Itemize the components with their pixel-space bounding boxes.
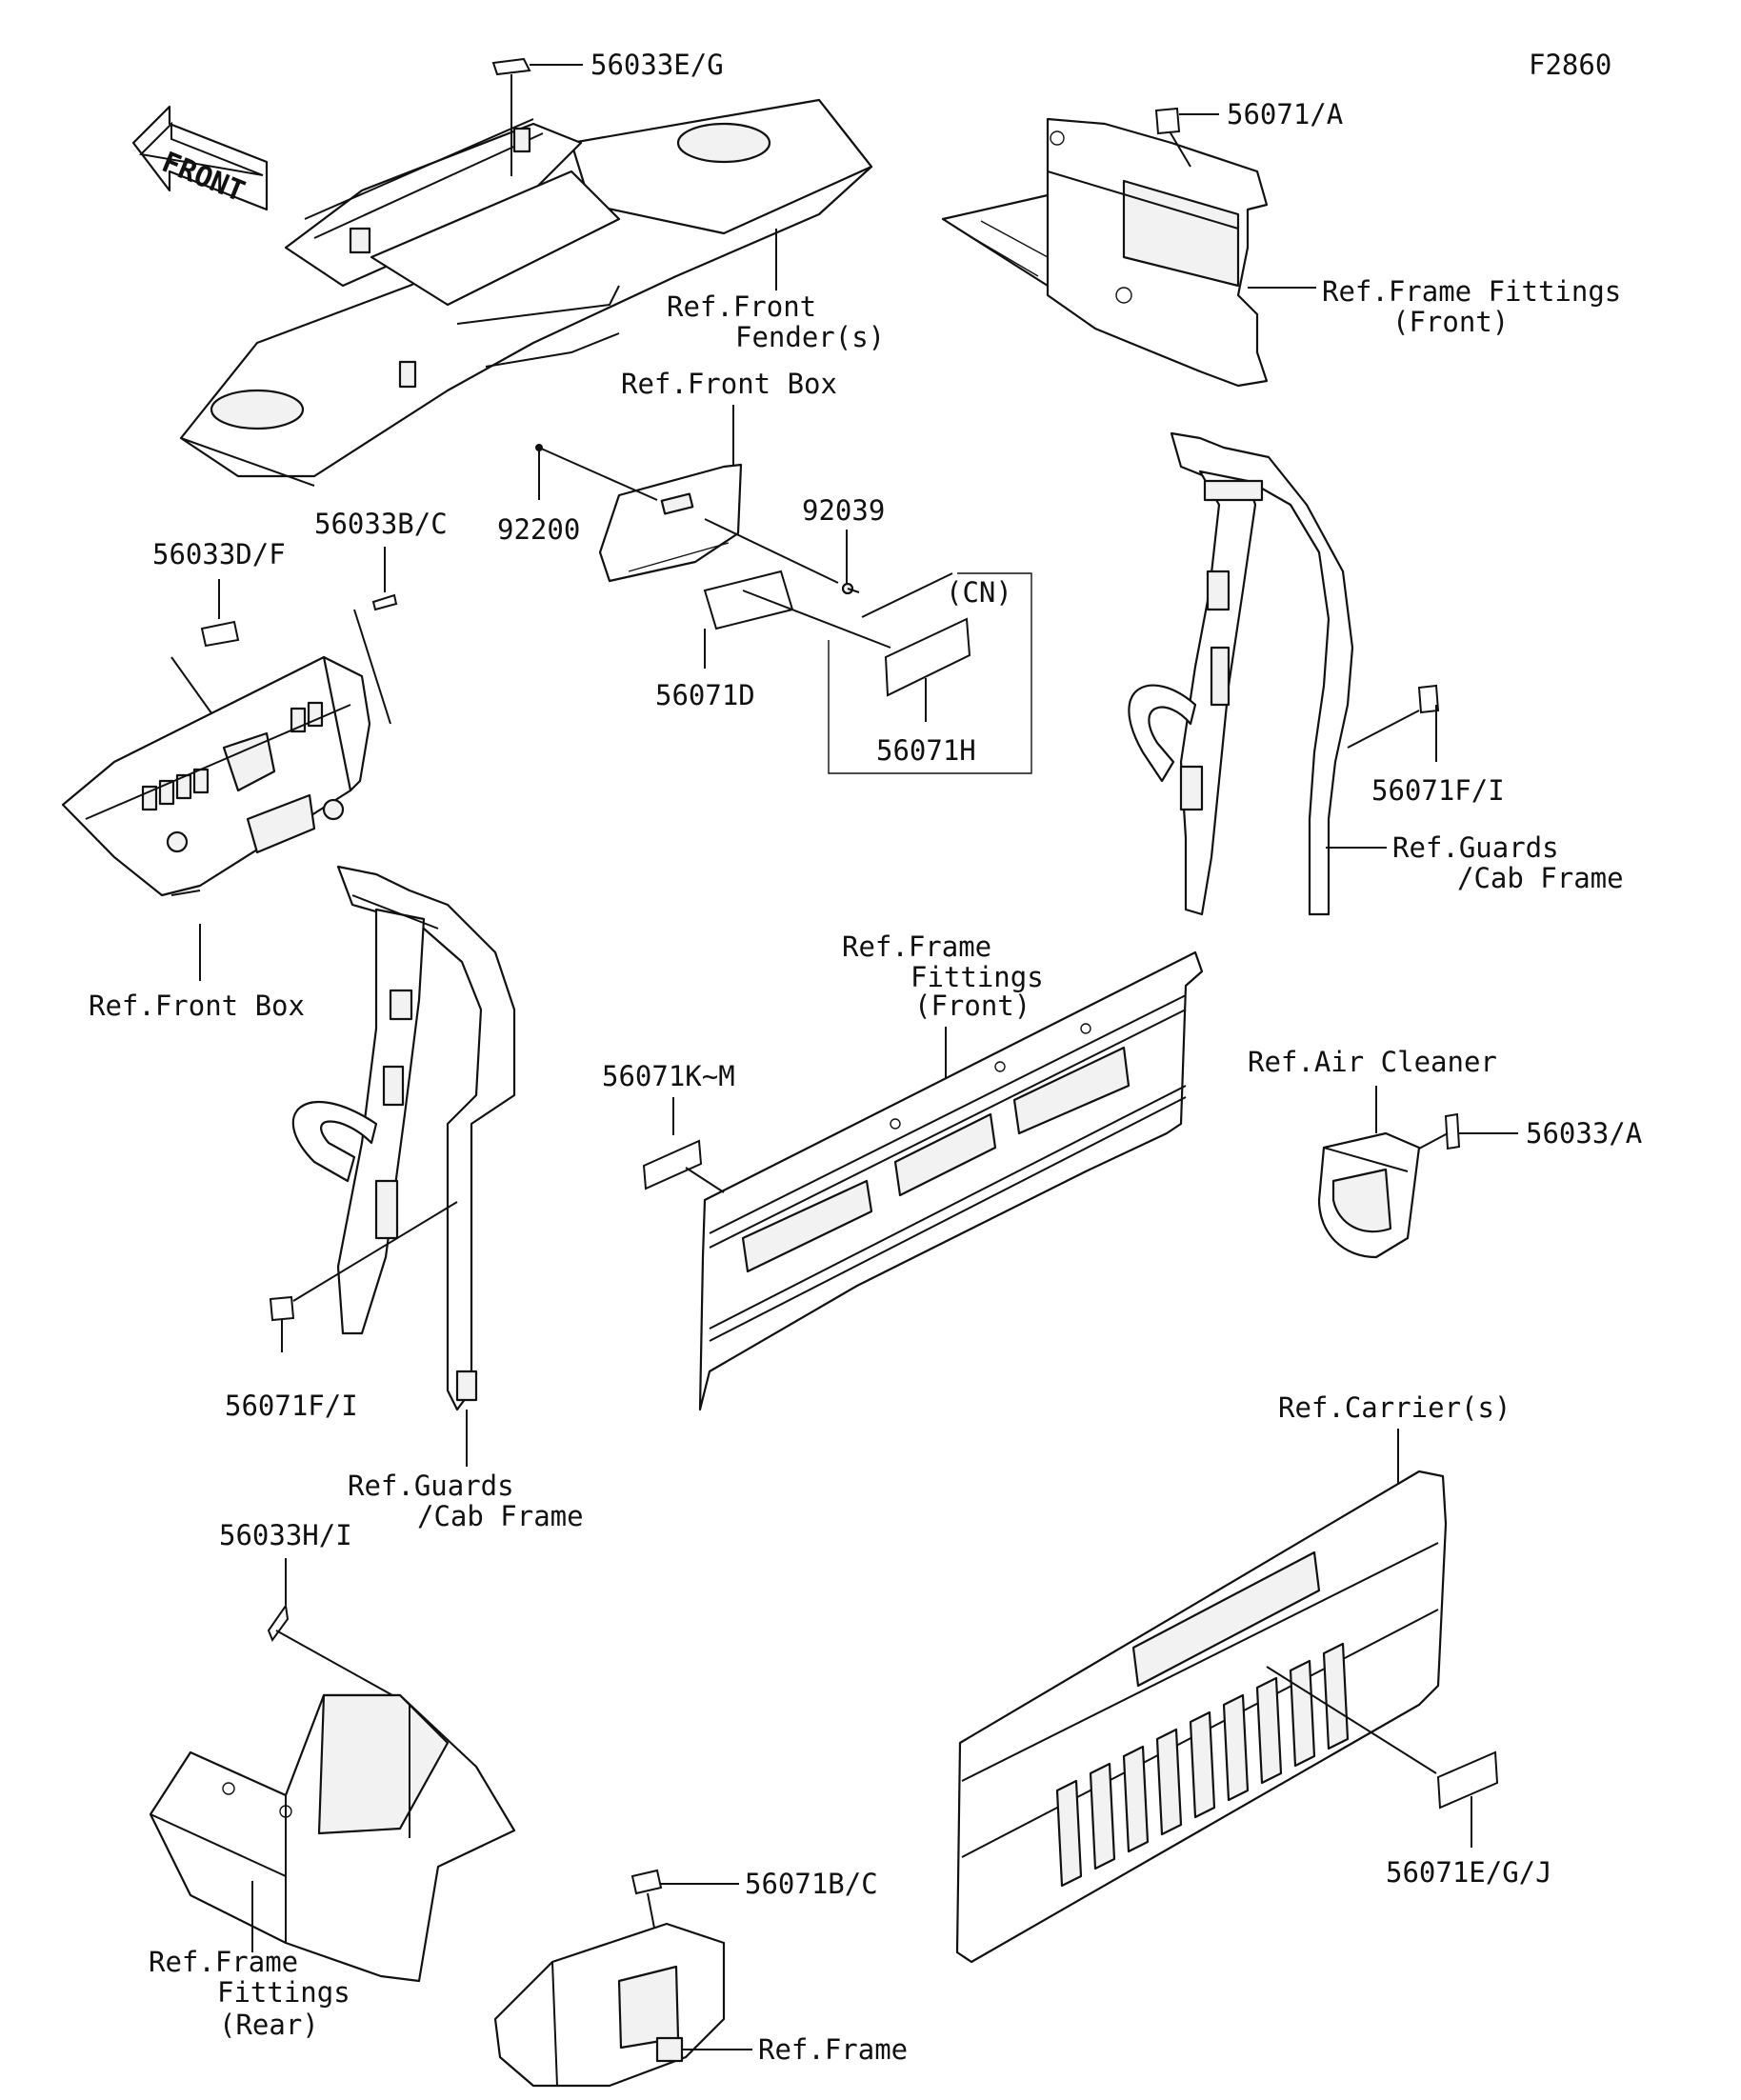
figure-id: F2860 [1529, 49, 1611, 81]
cn-box [828, 572, 1032, 774]
carrier [955, 1470, 1448, 1964]
dashboard-front-box [61, 655, 371, 897]
callout-ref-guards-right-2: /Cab Frame [1457, 862, 1624, 894]
callout-ref-front-fender-1: Ref.Front [667, 290, 816, 323]
callout-ref-guards-left-1: Ref.Guards [348, 1470, 514, 1502]
label-56071km-part [642, 1139, 703, 1190]
guard-cab-frame-left [291, 865, 516, 1411]
front-box-lid [598, 463, 743, 583]
callout-ref-frame: Ref.Frame [758, 2033, 908, 2066]
carrier-fins [1055, 1642, 1350, 1888]
callout-56033hi: 56033H/I [219, 1519, 352, 1551]
label-56071fi-left-part [269, 1295, 295, 1322]
callout-56033df: 56033D/F [152, 538, 286, 570]
label-56071h-part [884, 617, 971, 697]
callout-ref-carriers: Ref.Carrier(s) [1278, 1391, 1511, 1424]
callout-ref-frame-fittings-front-a2: (Front) [1392, 306, 1509, 338]
frame [493, 1922, 726, 2088]
label-56071a-part [1154, 107, 1219, 168]
callout-56071d: 56071D [655, 679, 755, 711]
callout-ref-frame-fittings-front-b3: (Front) [914, 990, 1031, 1022]
label-56071egj-part [1436, 1750, 1499, 1810]
callout-ref-frame-fittings-front-b1: Ref.Frame [842, 930, 991, 963]
callout-56033a: 56033/A [1526, 1117, 1642, 1150]
callout-56071fi-right: 56071F/I [1371, 774, 1505, 807]
callout-56071km: 56071K~M [602, 1060, 735, 1092]
label-56033df-part [200, 620, 240, 648]
label-56071d-part [703, 570, 794, 630]
callout-56071egj: 56071E/G/J [1386, 1856, 1552, 1889]
label-56033a-part [1444, 1112, 1461, 1150]
screw-92039-icon [841, 582, 860, 595]
air-cleaner [1317, 1131, 1421, 1259]
floor-fender-assembly [179, 98, 873, 487]
callout-ref-frame-fittings-front-a1: Ref.Frame Fittings [1322, 275, 1621, 308]
callout-ref-guards-left-2: /Cab Frame [417, 1500, 584, 1532]
label-56033bc-part [371, 593, 398, 611]
callout-56033bc: 56033B/C [314, 508, 448, 540]
callout-56033eg: 56033E/G [590, 49, 724, 81]
frame-fittings-rear [149, 1693, 516, 1983]
label-56071bc-part [630, 1869, 663, 1895]
callout-ref-frame-fittings-rear-2: Fittings [217, 1976, 350, 2009]
callout-ref-front-box-left: Ref.Front Box [89, 990, 305, 1022]
callout-ref-front-box-top: Ref.Front Box [621, 368, 837, 400]
callout-cn: (CN) [946, 576, 1012, 609]
callout-ref-frame-fittings-rear-3: (Rear) [219, 2009, 319, 2041]
callout-56071h: 56071H [876, 734, 976, 767]
front-arrow-icon: FRONT [131, 105, 269, 211]
label-56071fi-right-part [1417, 684, 1440, 714]
label-56033eg-part [491, 57, 583, 176]
label-56033hi-part [267, 1603, 290, 1643]
callout-56071bc: 56071B/C [745, 1868, 878, 1900]
callout-ref-guards-right-1: Ref.Guards [1392, 831, 1559, 864]
callout-ref-air-cleaner: Ref.Air Cleaner [1248, 1046, 1497, 1078]
callout-56071a: 56071/A [1227, 98, 1343, 130]
callout-92039: 92039 [802, 494, 885, 527]
callout-ref-front-fender-2: Fender(s) [735, 321, 885, 353]
callout-92200: 92200 [497, 513, 580, 546]
frame-fittings-front-top [941, 117, 1269, 388]
rear-panel [698, 950, 1204, 1411]
callout-ref-frame-fittings-front-b2: Fittings [911, 961, 1044, 993]
callout-56071fi-left: 56071F/I [225, 1390, 358, 1422]
callout-ref-frame-fittings-rear-1: Ref.Frame [149, 1946, 298, 1978]
guard-cab-frame-right [1128, 431, 1354, 916]
